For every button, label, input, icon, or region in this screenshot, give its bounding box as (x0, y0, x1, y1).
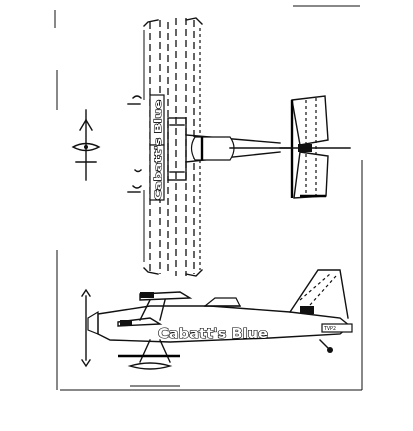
front-view (71, 109, 101, 181)
side-view: Cabatt's Blue TVP2 (81, 269, 353, 387)
top-view: Cabatt's Blue (127, 17, 351, 277)
side-view-landing-gear (118, 339, 333, 370)
wing-lettering: Cabatt's Blue (154, 100, 164, 200)
side-view-fuselage: Cabatt's Blue (97, 297, 352, 343)
side-view-upper-wing (139, 291, 193, 301)
side-view-lower-wing (117, 299, 166, 327)
drawing-frame (54, 5, 363, 391)
side-lettering: Cabatt's Blue (158, 327, 268, 342)
top-view-tailplane (279, 95, 351, 199)
side-view-propeller (81, 288, 99, 368)
top-view-center-section: Cabatt's Blue (149, 94, 187, 201)
registration-mark: TVP2 (324, 326, 336, 332)
side-view-tail: TVP2 (289, 269, 353, 333)
top-view-struts (127, 95, 142, 193)
top-view-fuselage (185, 134, 291, 163)
